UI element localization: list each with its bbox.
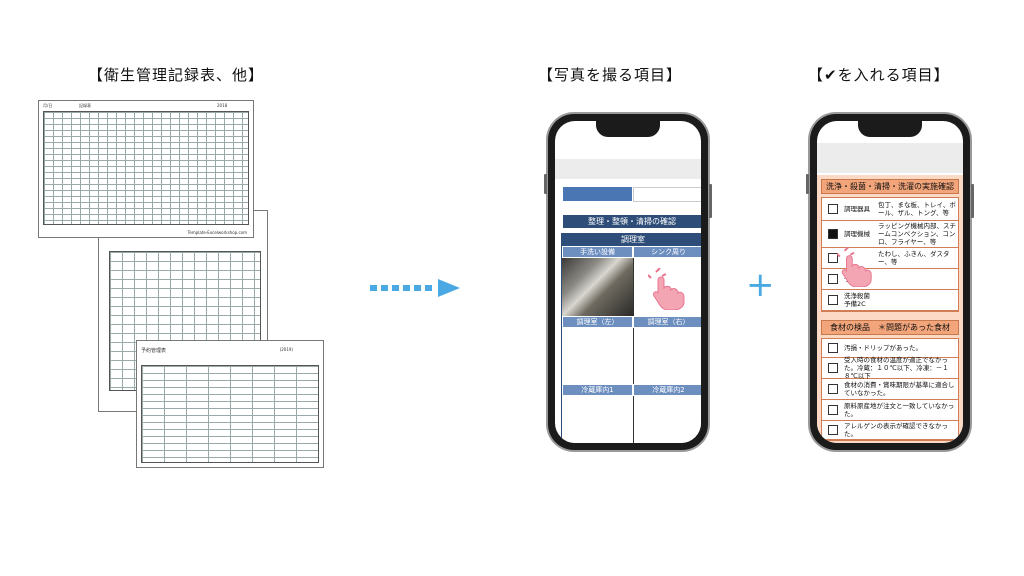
doc3-header-right: (2019): [279, 347, 293, 352]
row-label: 調理器具: [844, 205, 870, 213]
phone-screen: 洗浄・殺菌・清掃・洗濯の実施確認 調理器具包丁、まな板、トレイ、ボール、ザル、ト…: [817, 121, 963, 443]
row-text: たわし、ふきん、ダスター、等: [878, 250, 950, 266]
side-button: [806, 174, 809, 194]
browser-bar: [817, 143, 963, 173]
row-label: 洗浄殺菌 予備2C: [844, 292, 870, 308]
plus-icon: +: [746, 265, 775, 305]
row-text: 包丁、まな板、トレイ、ボール、ザル、トング、等: [878, 201, 956, 217]
row-text: ラッピング機械内部、スチームコンベクション、コンロ、フライヤー、等: [878, 222, 956, 246]
side-button: [544, 174, 547, 194]
cell-header: シンク周り: [633, 246, 701, 258]
item-text: 食材の消費・賞味期限が基準に適合していなかった。: [844, 381, 955, 397]
phone-screen: 整理・整頓・清掃の確認 調理室 手洗い設備 シンク周り 調理室（左） 調理室（右…: [555, 121, 701, 443]
tap-hand-icon: [647, 268, 684, 310]
heading-check-items: 【✔を入れる項目】: [808, 66, 950, 84]
side-button: [709, 184, 712, 218]
item-text: 汚損・ドリップがあった。: [844, 344, 922, 352]
photo-thumbnail[interactable]: [562, 258, 634, 316]
check-row[interactable]: アレルゲンの表示が確認できなかった。: [822, 421, 958, 440]
doc3-title: 予約管理表: [141, 348, 167, 354]
phone-notch: [858, 121, 922, 137]
row-label: 調理機械: [844, 230, 870, 238]
phone-notch: [596, 121, 660, 137]
checkbox[interactable]: [828, 274, 838, 284]
nav-tab-left[interactable]: [563, 187, 632, 201]
photo-slot[interactable]: [562, 396, 634, 443]
checkbox-checked[interactable]: [828, 229, 838, 239]
checklist-grid: 調理室 手洗い設備 シンク周り 調理室（左） 調理室（右）: [561, 233, 701, 443]
item-text: 受入時の食材の温度が適正でなかった。冷蔵：１０℃以下、冷凍：－１８℃以下: [844, 356, 949, 380]
check-row[interactable]: 食材の消費・賞味期限が基準に適合していなかった。: [822, 379, 958, 400]
photo-slot[interactable]: [562, 328, 634, 384]
doc1-header-right: 2018: [217, 103, 228, 108]
section-title: 整理・整頓・清掃の確認: [563, 215, 701, 228]
doc1-header-mid: 記録表: [79, 103, 91, 108]
side-button: [971, 184, 974, 218]
cell-header: 手洗い設備: [562, 246, 633, 258]
doc1-footer: Template-Excelworkshop.com: [187, 230, 247, 235]
document-sheet-3: 予約管理表 (2019): [136, 340, 324, 468]
doc1-header-left: 月/日: [43, 103, 53, 108]
cell-header: 調理室（左）: [562, 316, 633, 328]
check-row[interactable]: 原料原産地が注文と一致していなかった。: [822, 400, 958, 421]
phone-photo-app: 整理・整頓・清掃の確認 調理室 手洗い設備 シンク周り 調理室（左） 調理室（右…: [544, 114, 712, 450]
checklist-panel: 洗浄・殺菌・清掃・洗濯の実施確認 調理器具包丁、まな板、トレイ、ボール、ザル、ト…: [817, 175, 963, 443]
section1-table: 調理器具包丁、まな板、トレイ、ボール、ザル、トング、等 調理機械ラッピング機械内…: [821, 197, 959, 312]
sheet-grid: [43, 111, 249, 225]
check-row[interactable]: 調理機械ラッピング機械内部、スチームコンベクション、コンロ、フライヤー、等: [822, 221, 958, 248]
section1-title: 洗浄・殺菌・清掃・洗濯の実施確認: [821, 179, 959, 194]
checkbox[interactable]: [828, 425, 838, 435]
phone-checklist-app: 洗浄・殺菌・清掃・洗濯の実施確認 調理器具包丁、まな板、トレイ、ボール、ザル、ト…: [806, 114, 974, 450]
check-row[interactable]: 調理器具包丁、まな板、トレイ、ボール、ザル、トング、等: [822, 198, 958, 221]
heading-hygiene-records: 【衛生管理記録表、他】: [88, 66, 265, 84]
section2-list: 汚損・ドリップがあった。 受入時の食材の温度が適正でなかった。冷蔵：１０℃以下、…: [821, 338, 959, 441]
cell-header: 調理室（右）: [633, 316, 701, 328]
cell-header: 冷蔵庫内2: [633, 384, 701, 396]
document-sheet-1: 月/日 記録表 2018 Template-Excelworkshop.com: [38, 100, 254, 238]
photo-slot[interactable]: [634, 396, 702, 443]
check-row[interactable]: 洗浄殺菌 予備2C: [822, 290, 958, 311]
sheet-grid: [141, 365, 319, 463]
photo-slot[interactable]: [634, 328, 702, 384]
item-text: アレルゲンの表示が確認できなかった。: [844, 422, 948, 438]
checkbox[interactable]: [828, 384, 838, 394]
browser-bar: [555, 159, 701, 179]
checkbox[interactable]: [828, 363, 838, 373]
cell-header: 冷蔵庫内1: [562, 384, 633, 396]
item-text: 原料原産地が注文と一致していなかった。: [844, 402, 955, 418]
arrow-right-icon: [370, 279, 460, 297]
checkbox[interactable]: [828, 204, 838, 214]
room-title: 調理室: [562, 234, 701, 246]
checkbox[interactable]: [828, 343, 838, 353]
photo-slot[interactable]: [634, 258, 702, 316]
section2-title: 食材の検品 ＊問題があった食材: [821, 320, 959, 335]
checkbox[interactable]: [828, 253, 838, 263]
checkbox[interactable]: [828, 295, 838, 305]
checkbox[interactable]: [828, 405, 838, 415]
tap-hand-icon: [837, 247, 872, 287]
check-row[interactable]: たわし、ふきん、ダスター、等: [822, 248, 958, 269]
check-row[interactable]: 受入時の食材の温度が適正でなかった。冷蔵：１０℃以下、冷凍：－１８℃以下: [822, 356, 958, 380]
check-row[interactable]: 汚損・ドリップがあった。: [822, 339, 958, 358]
heading-photo-items: 【写真を撮る項目】: [538, 66, 683, 84]
nav-tab-right[interactable]: [633, 187, 701, 202]
